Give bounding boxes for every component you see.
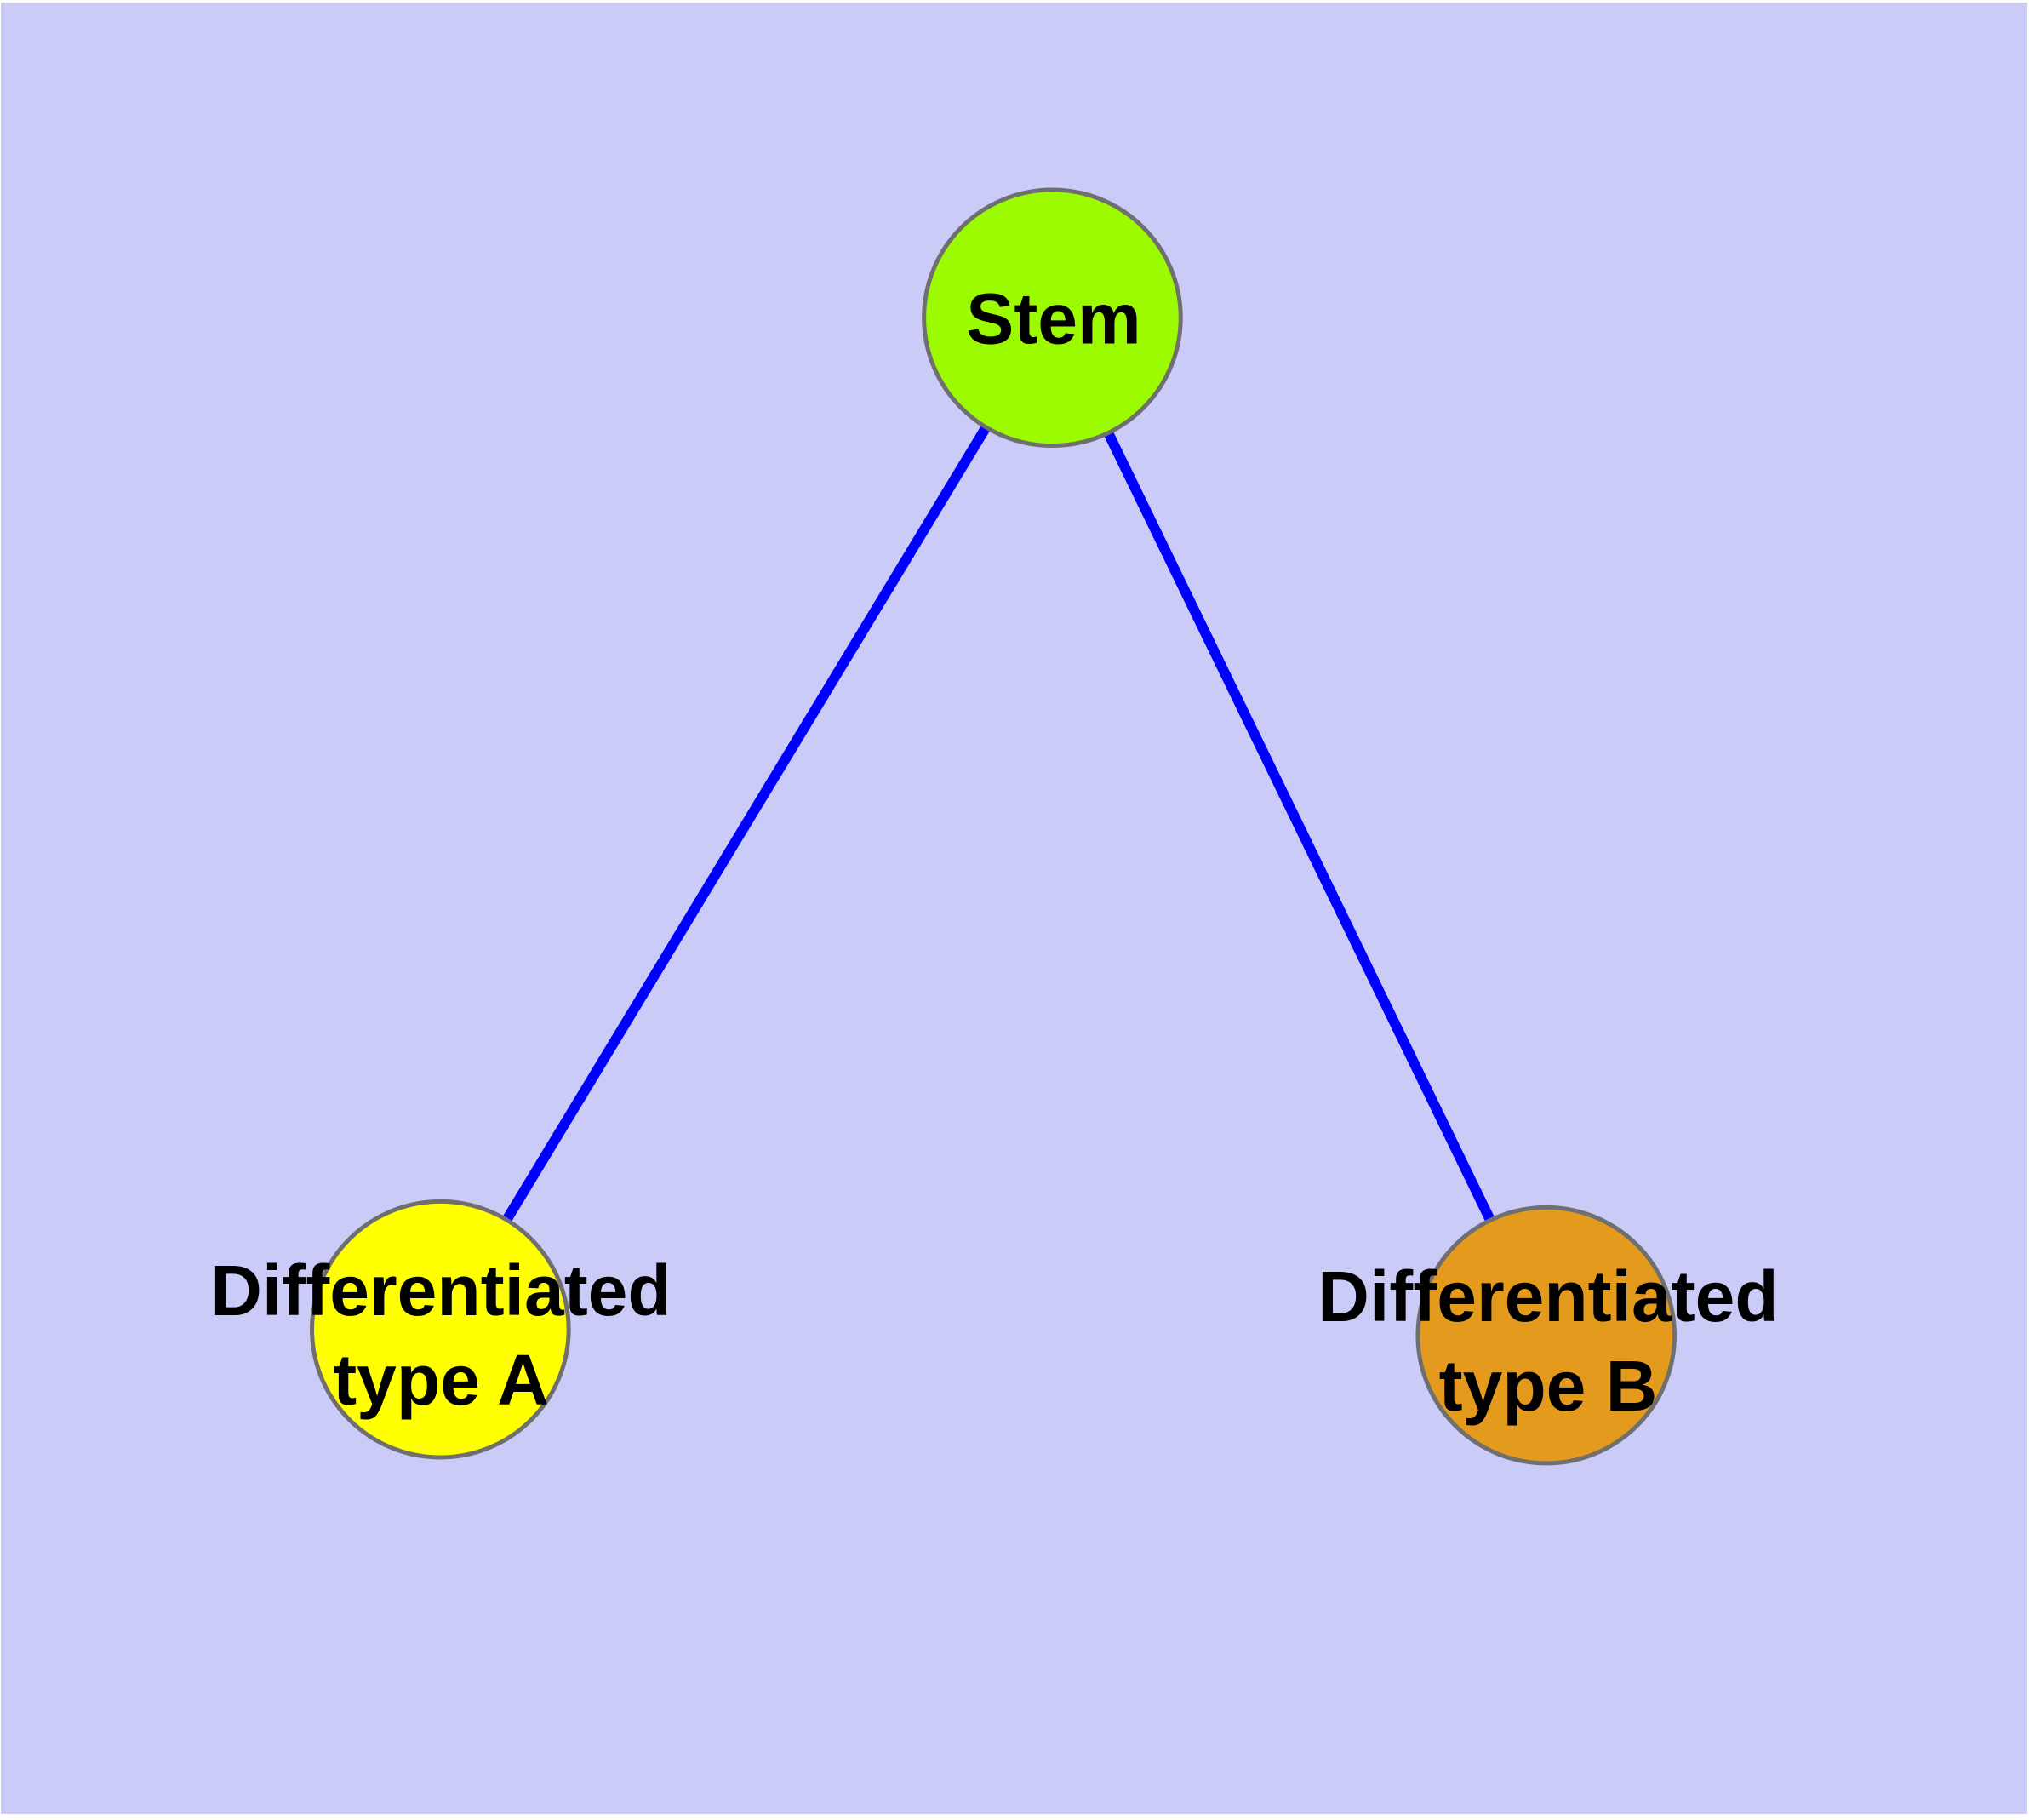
graph-svg [310,187,1677,1466]
node-type-a-label: Differentiated type A [210,1246,671,1425]
node-type-b-label-line2: type B [1438,1346,1658,1426]
edge-stem-to-type-b [1048,315,1552,1338]
node-type-b-label-line1: Differentiated [1317,1256,1779,1336]
node-stem-label-line1: Stem [966,278,1141,359]
node-type-b-circle [1415,1205,1677,1466]
node-type-a-label-line2: type A [333,1340,549,1420]
node-type-b-label: Differentiated type B [1317,1252,1778,1431]
node-type-a-circle [310,1199,571,1460]
node-stem-circle [922,187,1183,449]
node-stem-label: Stem [966,275,1140,364]
graph-canvas: Stem Differentiated type A Differentiate… [1,3,2027,1814]
node-type-a-label-line1: Differentiated [210,1251,672,1331]
edge-stem-to-type-a [436,315,1057,1332]
